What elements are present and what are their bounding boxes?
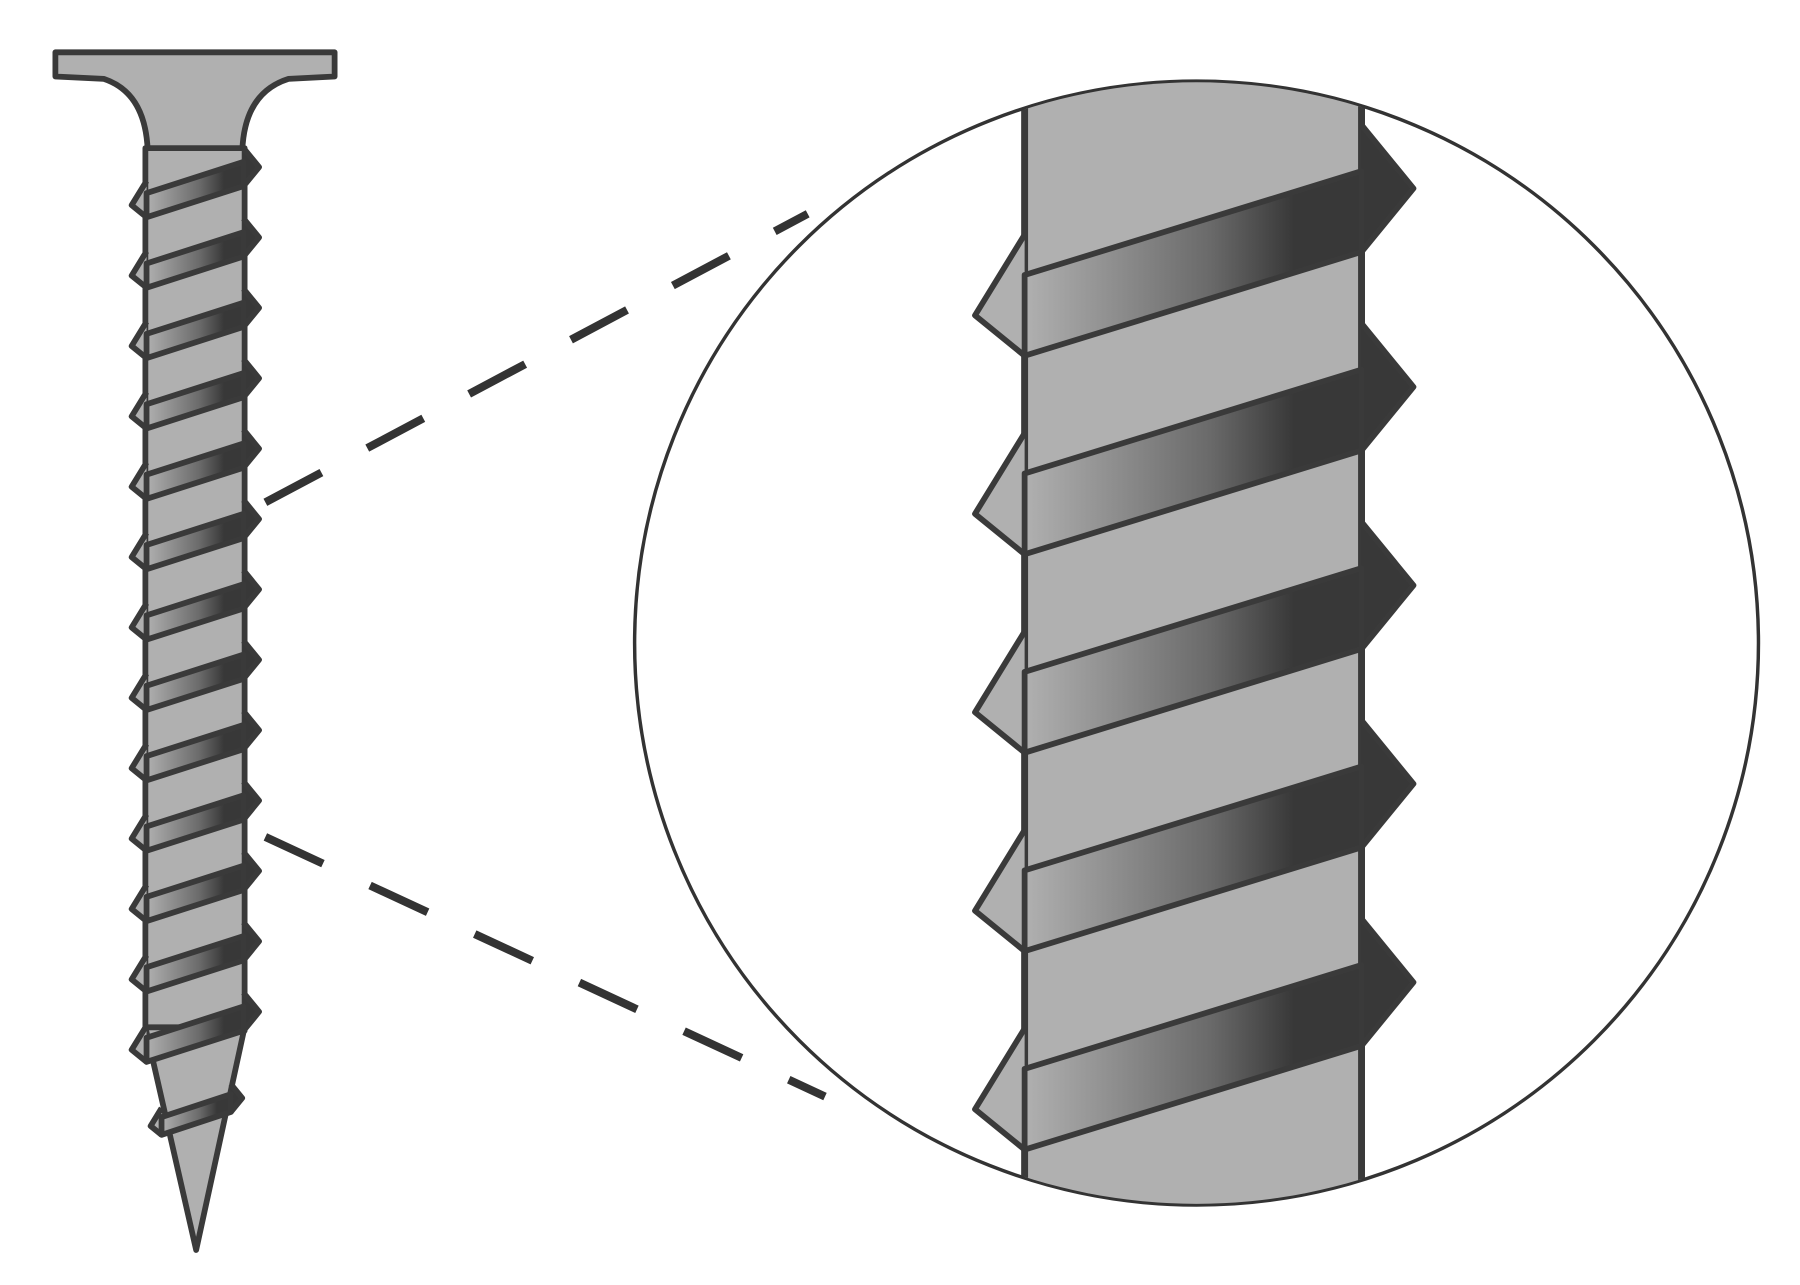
thread-lip (972, 630, 1028, 755)
zoom-guide-lines (263, 210, 827, 1101)
thread-point (1359, 321, 1417, 453)
thread-face (143, 229, 247, 291)
magnified-threads (972, 123, 1417, 1153)
zoom-line-bottom (263, 833, 827, 1101)
thread-point (241, 568, 262, 611)
thread-face (143, 933, 247, 995)
thread-lip (128, 179, 149, 220)
thread-lip (972, 431, 1028, 557)
thread (128, 779, 262, 854)
thread-face (143, 722, 247, 784)
thread-lip (128, 601, 149, 642)
thread-face (1021, 962, 1365, 1153)
thread-face (1021, 763, 1365, 955)
thread (128, 427, 262, 502)
thread-point (241, 357, 262, 400)
thread (128, 287, 262, 361)
thread (972, 718, 1417, 955)
thread-point (1359, 718, 1417, 850)
thread-lip (972, 1026, 1028, 1152)
thread-face (143, 1003, 247, 1065)
thread-point (241, 146, 262, 188)
zoom-line-top (263, 210, 810, 506)
thread (972, 520, 1417, 756)
thread (128, 990, 262, 1065)
magnified-shank-group (972, 82, 1417, 1204)
thread-point (241, 498, 262, 540)
screw-threads (128, 146, 262, 1138)
thread-point (241, 709, 262, 752)
thread (128, 638, 262, 713)
thread-face (158, 1091, 234, 1138)
screw (52, 49, 338, 1253)
thread-face (143, 440, 247, 502)
screw-head (52, 49, 338, 154)
thread-lip (972, 233, 1028, 359)
thread-face (1021, 366, 1365, 558)
screw-tip (142, 1024, 248, 1253)
thread-face (143, 862, 247, 925)
thread-lip (128, 953, 149, 994)
thread (972, 321, 1417, 558)
thread-face (1021, 565, 1365, 756)
thread-point (241, 638, 262, 681)
thread-face (143, 159, 247, 221)
thread-face (143, 510, 247, 573)
thread-lip (128, 390, 149, 431)
thread-lip (128, 883, 149, 924)
thread-lip (128, 249, 149, 290)
thread (128, 146, 262, 221)
thread (128, 920, 262, 995)
thread-point (1359, 917, 1417, 1048)
thread-face (143, 299, 247, 361)
thread (972, 123, 1417, 359)
thread (128, 357, 262, 432)
thread-point (241, 216, 262, 259)
thread (128, 216, 262, 291)
thread-point (241, 427, 262, 470)
thread-point (241, 920, 262, 963)
thread-lip (128, 1024, 149, 1065)
thread (147, 1082, 246, 1138)
thread (128, 709, 262, 784)
thread-face (143, 792, 247, 854)
thread (128, 498, 262, 573)
thread-point (1359, 520, 1417, 651)
thread-face (143, 370, 247, 432)
thread-face (1021, 168, 1365, 359)
thread-face (143, 581, 247, 643)
thread-lip (128, 531, 149, 572)
thread-lip (128, 672, 149, 713)
thread-face (143, 651, 247, 713)
thread (128, 850, 262, 925)
thread-lip (972, 828, 1028, 954)
thread-lip (128, 320, 149, 361)
thread (128, 568, 262, 643)
thread-lip (128, 460, 149, 502)
thread-lip (128, 812, 149, 854)
thread (972, 917, 1417, 1153)
thread-point (1359, 123, 1417, 254)
thread-lip (128, 742, 149, 783)
thread-point (241, 990, 262, 1033)
thread-point (241, 779, 262, 822)
thread-point (241, 850, 262, 892)
thread-point (241, 287, 262, 329)
